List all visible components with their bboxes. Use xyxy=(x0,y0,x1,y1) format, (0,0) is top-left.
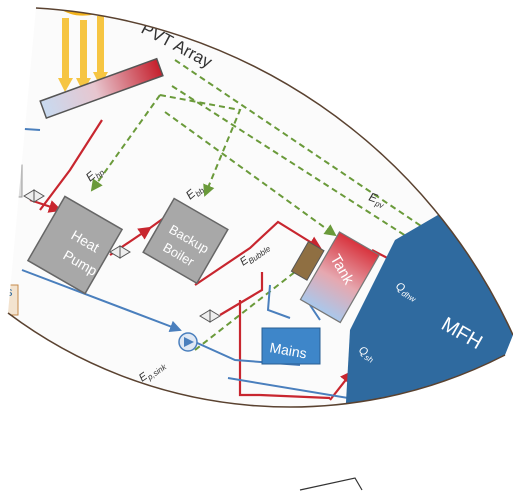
heat-pump xyxy=(26,195,124,295)
left-fragment-label: s xyxy=(6,284,13,299)
lower-component xyxy=(257,422,338,488)
electric-lines xyxy=(90,59,431,351)
e-pv-label: Epv xyxy=(366,190,388,211)
pvt-array xyxy=(39,57,164,120)
valve-icon xyxy=(23,189,221,323)
fan-outline xyxy=(7,7,513,408)
tank xyxy=(290,231,381,324)
e-pv-sub: pv xyxy=(373,199,386,211)
corner-bracket xyxy=(299,477,363,491)
mains xyxy=(261,327,321,365)
mains-label: Mains xyxy=(268,339,308,361)
pump-icon xyxy=(178,332,198,352)
backup-boiler xyxy=(142,197,229,285)
